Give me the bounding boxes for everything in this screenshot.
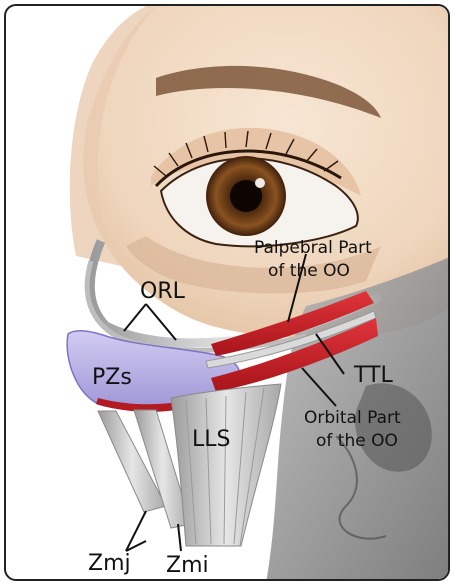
label-zmj: Zmj	[88, 551, 131, 576]
label-orbital-line1: Orbital Part	[304, 408, 401, 428]
label-lls: LLS	[192, 427, 230, 452]
figure-frame: ORL PZs Palpebral Part of the OO TTL Orb…	[4, 4, 450, 581]
label-ttl: TTL	[353, 363, 393, 388]
label-pzs: PZs	[92, 365, 132, 390]
label-orbital-line2: of the OO	[316, 431, 398, 451]
label-palpebral-line1: Palpebral Part	[254, 238, 372, 258]
label-orl: ORL	[140, 279, 186, 304]
label-zmi: Zmi	[166, 553, 209, 578]
label-palpebral-line2: of the OO	[268, 261, 350, 281]
eye-highlight	[255, 178, 265, 188]
eye-anatomy-illustration: ORL PZs Palpebral Part of the OO TTL Orb…	[6, 6, 450, 581]
